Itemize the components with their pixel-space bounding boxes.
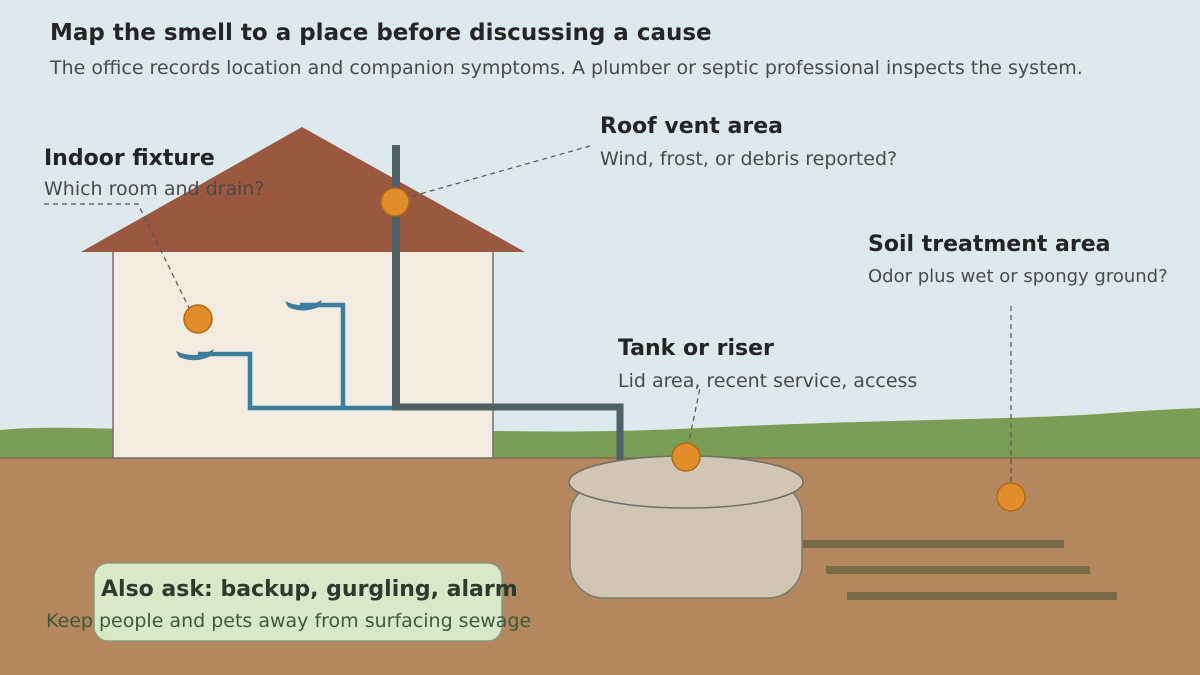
tank-riser-marker[interactable] [671,442,701,472]
tank-riser-detail: Lid area, recent service, access [618,370,918,392]
safety-note-detail: Keep people and pets away from surfacing… [46,610,532,632]
page-title: Map the smell to a place before discussi… [50,20,712,46]
lower-fixture-pipe [198,351,395,411]
tank-riser-title: Tank or riser [618,336,774,361]
indoor-fixture-title: Indoor fixture [44,146,215,171]
upper-fixture-sink [285,300,322,311]
safety-note-title: Also ask: backup, gurgling, alarm [101,577,518,602]
indoor-fixture-marker[interactable] [183,304,213,334]
page-subtitle: The office records location and companio… [50,57,1083,79]
indoor-fixture-detail: Which room and drain? [44,178,265,200]
roof-vent-leader [394,145,591,202]
soil-treatment-title: Soil treatment area [868,232,1111,257]
roof-vent-title: Roof vent area [600,114,783,139]
house-wall [112,249,494,459]
indoor-fixture-leader [44,203,195,319]
house-roof [81,127,525,252]
lower-fixture-sink [176,349,214,361]
roof-vent-detail: Wind, frost, or debris reported? [600,148,898,170]
building-sewer-pipe [392,403,624,462]
soil-treatment-detail: Odor plus wet or spongy ground? [868,266,1168,287]
safety-note-box [93,562,503,642]
soil-treatment-marker[interactable] [996,482,1026,512]
roof-vent-marker[interactable] [380,187,410,217]
